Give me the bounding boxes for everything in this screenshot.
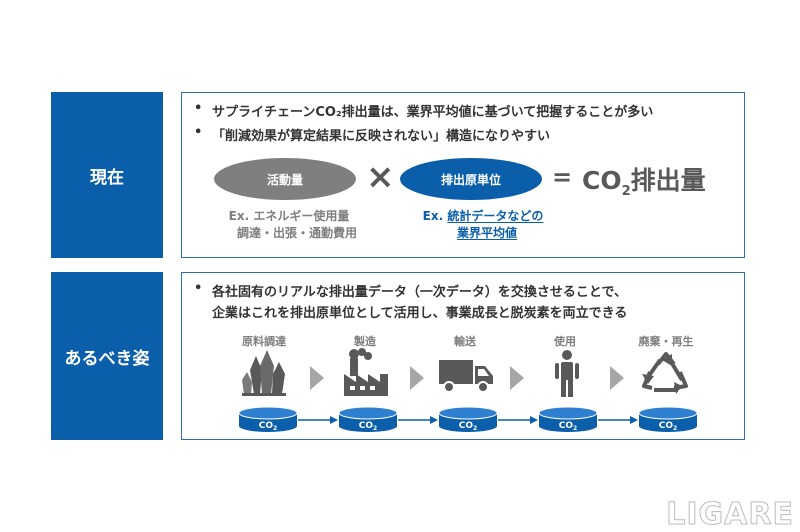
co2-drum-2: CO2 xyxy=(338,406,398,438)
chevron-right-icon xyxy=(610,366,624,390)
crystal-icon xyxy=(242,350,286,396)
bullet-dot: • xyxy=(194,281,203,296)
emission-factor-oval-label: 排出原単位 xyxy=(440,172,501,187)
stage-label-manufacturing: 製造 xyxy=(354,335,376,348)
bullet-text-line1: 各社固有のリアルな排出量データ（一次データ）を交換させることで、 xyxy=(212,285,627,300)
example-activity: Ex. エネルギー使用量 調達・出張・通勤費用 xyxy=(214,208,364,242)
stage-label-use: 使用 xyxy=(554,335,576,348)
factory-icon xyxy=(344,348,388,396)
drum-text: CO2 xyxy=(559,421,577,432)
ligare-watermark: LIGARE xyxy=(666,497,794,532)
bullet-text: サプライチェーンCO₂排出量は、業界平均値に基づいて把握することが多い xyxy=(212,105,654,120)
ideal-label: あるべき姿 xyxy=(51,272,163,440)
arrow-right-icon xyxy=(598,416,638,424)
bullet-text: 「削減効果が算定結果に反映されない」構造になりやすい xyxy=(212,129,551,144)
bullet-dot: • xyxy=(194,125,203,140)
example-factor-line2: 業界平均値 xyxy=(408,225,558,242)
result-prefix: CO xyxy=(582,166,622,195)
ideal-label-text: あるべき姿 xyxy=(64,348,150,369)
result-suffix: 排出量 xyxy=(630,166,706,195)
recycle-icon xyxy=(642,352,688,394)
emission-factor-oval: 排出原単位 xyxy=(400,158,542,200)
drum-shape: CO2 xyxy=(338,406,398,432)
example-activity-line1: Ex. エネルギー使用量 xyxy=(228,209,350,223)
co2-emissions-result: CO2排出量 xyxy=(582,161,706,199)
co2-drum-5: CO2 xyxy=(638,406,698,438)
drum-text: CO2 xyxy=(359,421,377,432)
arrow-right-icon xyxy=(298,416,338,424)
drum-shape: CO2 xyxy=(438,406,498,432)
current-label: 現在 xyxy=(51,92,163,258)
truck-icon xyxy=(439,360,493,393)
bullet-text-line2: 企業はこれを排出原単位として活用し、事業成長と脱炭素を両立できる xyxy=(212,306,628,321)
stage-label-disposal: 廃棄・再生 xyxy=(638,335,694,348)
example-activity-line2: 調達・出張・通勤費用 xyxy=(236,226,357,240)
arrow-right-icon xyxy=(498,416,538,424)
drum-shape: CO2 xyxy=(538,406,598,432)
activity-oval: 活動量 xyxy=(214,158,356,200)
activity-oval-label: 活動量 xyxy=(266,172,303,187)
example-factor-text2: 業界平均値 xyxy=(456,226,517,240)
times-sign: × xyxy=(366,157,395,197)
arrow-right-icon xyxy=(398,416,438,424)
chevron-right-icon xyxy=(510,366,524,390)
result-sub: 2 xyxy=(621,184,631,199)
chevron-right-icon xyxy=(310,366,324,390)
ideal-panel: • 各社固有のリアルな排出量データ（一次データ）を交換させることで、 企業はこれ… xyxy=(181,272,745,440)
example-factor: Ex. 統計データなどの 業界平均値 xyxy=(408,208,558,242)
example-factor-text1: 統計データなどの xyxy=(447,209,544,223)
co2-drum-1: CO2 xyxy=(238,406,298,438)
person-icon xyxy=(555,350,579,397)
co2-drum-3: CO2 xyxy=(438,406,498,438)
bullet-dot: • xyxy=(194,101,203,116)
current-label-text: 現在 xyxy=(90,167,124,188)
current-panel: • サプライチェーンCO₂排出量は、業界平均値に基づいて把握することが多い • … xyxy=(181,92,745,258)
drum-text: CO2 xyxy=(259,421,277,432)
chevron-right-icon xyxy=(410,366,424,390)
drum-shape: CO2 xyxy=(638,406,698,432)
drum-text: CO2 xyxy=(659,421,677,432)
equals-sign: = xyxy=(552,163,573,191)
drum-shape: CO2 xyxy=(238,406,298,432)
stage-label-procurement: 原料調達 xyxy=(242,335,286,348)
example-factor-line1: Ex. 統計データなどの xyxy=(408,208,558,225)
stage-label-transport: 輸送 xyxy=(454,335,476,348)
drum-text: CO2 xyxy=(459,421,477,432)
co2-drum-4: CO2 xyxy=(538,406,598,438)
example-factor-prefix: Ex. xyxy=(422,209,448,223)
